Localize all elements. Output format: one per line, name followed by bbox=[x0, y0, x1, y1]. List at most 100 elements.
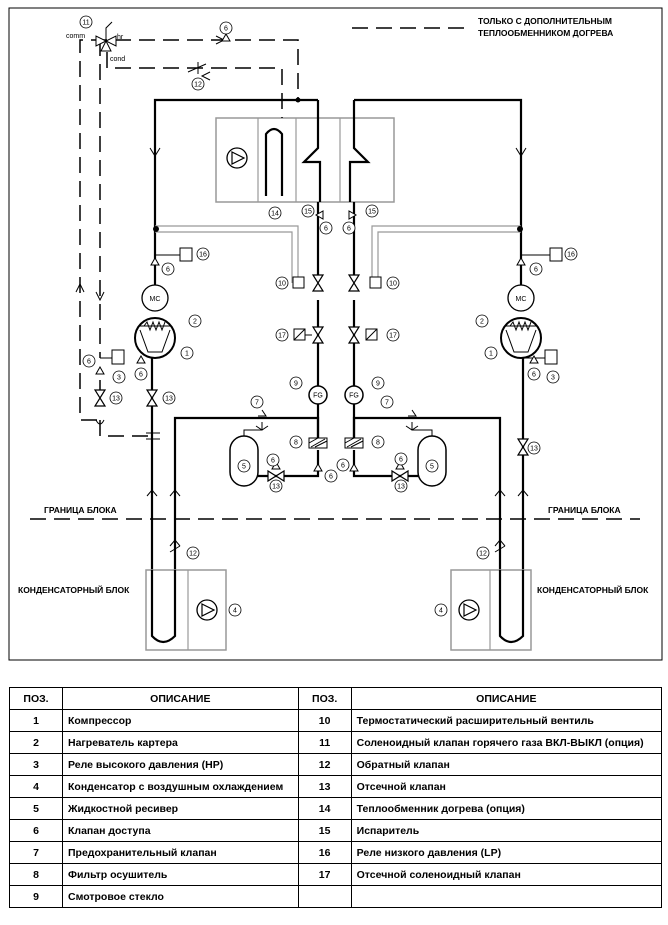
svg-text:6: 6 bbox=[224, 26, 228, 33]
sight-glass-left bbox=[308, 385, 328, 405]
desc-cell: Смотровое стекло bbox=[62, 885, 299, 908]
svg-text:16: 16 bbox=[567, 252, 575, 259]
svg-text:13: 13 bbox=[530, 446, 538, 453]
svg-text:17: 17 bbox=[278, 333, 286, 340]
compressor-icon-right bbox=[500, 317, 542, 359]
air-handling-unit: 14 15 15 bbox=[215, 100, 395, 220]
table-row: 6 Клапан доступа 15 Испаритель bbox=[9, 819, 663, 842]
pos-cell: 17 bbox=[297, 863, 352, 886]
evaporator-coil-icon-left bbox=[301, 100, 322, 202]
desc-cell: Испаритель bbox=[350, 819, 663, 842]
desc-cell: Отсечной соленоидный клапан bbox=[350, 863, 663, 886]
table-row: 3 Реле высокого давления (HP) 12 Обратны… bbox=[9, 753, 663, 776]
svg-text:6: 6 bbox=[341, 463, 345, 470]
desc-cell: Теплообменник догрева (опция) bbox=[350, 797, 663, 820]
pos-cell bbox=[297, 885, 352, 908]
desc-cell: Отсечной клапан bbox=[350, 775, 663, 798]
sight-glass-right bbox=[344, 385, 364, 405]
desc-cell: Нагреватель картера bbox=[62, 731, 299, 754]
svg-text:16: 16 bbox=[199, 252, 207, 259]
svg-text:13: 13 bbox=[397, 484, 405, 491]
lp-switch-right bbox=[549, 247, 563, 262]
desc-cell: Реле низкого давления (LP) bbox=[350, 841, 663, 864]
svg-text:10: 10 bbox=[278, 281, 286, 288]
desc-cell bbox=[350, 885, 663, 908]
svg-text:6: 6 bbox=[347, 226, 351, 233]
condenser-label-right: КОНДЕНСАТОРНЫЙ БЛОК bbox=[537, 584, 649, 595]
svg-text:FG: FG bbox=[349, 393, 359, 400]
pos-cell: 16 bbox=[297, 841, 352, 864]
header-desc-right: ОПИСАНИЕ bbox=[350, 687, 663, 710]
svg-text:5: 5 bbox=[242, 464, 246, 471]
svg-text:8: 8 bbox=[376, 440, 380, 447]
svg-text:hr: hr bbox=[117, 34, 124, 41]
pos-cell: 7 bbox=[9, 841, 63, 864]
pos-cell: 2 bbox=[9, 731, 63, 754]
svg-text:FG: FG bbox=[313, 393, 323, 400]
txv-right bbox=[369, 276, 382, 289]
svg-text:3: 3 bbox=[117, 375, 121, 382]
svg-text:8: 8 bbox=[294, 440, 298, 447]
pos-cell: 3 bbox=[9, 753, 63, 776]
pos-cell: 9 bbox=[9, 885, 63, 908]
pos-cell: 8 bbox=[9, 863, 63, 886]
pos-cell: 6 bbox=[9, 819, 63, 842]
table-row: 4 Конденсатор с воздушным охлаждением 13… bbox=[9, 775, 663, 798]
svg-text:4: 4 bbox=[439, 608, 443, 615]
hp-switch-right bbox=[544, 349, 558, 365]
svg-text:6: 6 bbox=[534, 267, 538, 274]
svg-text:6: 6 bbox=[324, 226, 328, 233]
legend-table: ПОЗ. ОПИСАНИЕ ПОЗ. ОПИСАНИЕ 1 Компрессор… bbox=[9, 687, 663, 908]
svg-text:12: 12 bbox=[189, 551, 197, 558]
svg-text:6: 6 bbox=[329, 474, 333, 481]
svg-text:12: 12 bbox=[479, 551, 487, 558]
table-row: 7 Предохранительный клапан 16 Реле низко… bbox=[9, 841, 663, 864]
desc-cell: Соленоидный клапан горячего газа ВКЛ-ВЫК… bbox=[350, 731, 663, 754]
condenser-label-left: КОНДЕНСАТОРНЫЙ БЛОК bbox=[18, 584, 130, 595]
pos-cell: 5 bbox=[9, 797, 63, 820]
three-way-valve bbox=[95, 35, 117, 52]
evaporator-coil-icon-right bbox=[348, 100, 371, 202]
desc-cell: Конденсатор с воздушным охлаждением bbox=[62, 775, 299, 798]
table-row: 8 Фильтр осушитель 17 Отсечной соленоидн… bbox=[9, 863, 663, 886]
lp-switch-left bbox=[179, 247, 193, 262]
desc-cell: Жидкостной ресивер bbox=[62, 797, 299, 820]
table-row: 9 Смотровое стекло bbox=[9, 885, 663, 908]
desc-cell: Реле высокого давления (HP) bbox=[62, 753, 299, 776]
boundary-label-right: ГРАНИЦА БЛОКА bbox=[548, 505, 621, 515]
pos-cell: 14 bbox=[297, 797, 352, 820]
svg-text:MC: MC bbox=[516, 296, 527, 303]
svg-text:7: 7 bbox=[255, 400, 259, 407]
condenser-fan-icon-right bbox=[458, 599, 480, 621]
pos-cell: 15 bbox=[297, 819, 352, 842]
svg-text:13: 13 bbox=[165, 396, 173, 403]
svg-text:9: 9 bbox=[376, 381, 380, 388]
pos-cell: 10 bbox=[297, 709, 352, 732]
pos-cell: 1 bbox=[9, 709, 63, 732]
svg-text:17: 17 bbox=[389, 333, 397, 340]
condenser-unit-right bbox=[450, 569, 532, 651]
motor-icon-right bbox=[507, 284, 535, 312]
svg-text:11: 11 bbox=[82, 20, 89, 27]
svg-text:6: 6 bbox=[271, 458, 275, 465]
svg-text:2: 2 bbox=[193, 319, 197, 326]
desc-cell: Термостатический расширительный вентиль bbox=[350, 709, 663, 732]
svg-text:3: 3 bbox=[551, 375, 555, 382]
svg-text:7: 7 bbox=[385, 400, 389, 407]
svg-text:6: 6 bbox=[87, 359, 91, 366]
svg-text:6: 6 bbox=[139, 372, 143, 379]
pos-cell: 11 bbox=[297, 731, 352, 754]
fan-icon bbox=[226, 147, 248, 169]
header-pos-left: ПОЗ. bbox=[9, 687, 63, 710]
svg-text:6: 6 bbox=[532, 372, 536, 379]
svg-text:4: 4 bbox=[233, 608, 237, 615]
table-row: 1 Компрессор 10 Термостатический расшири… bbox=[9, 709, 663, 732]
svg-text:12: 12 bbox=[194, 82, 202, 89]
desc-cell: Предохранительный клапан bbox=[62, 841, 299, 864]
diagram-frame bbox=[8, 7, 663, 661]
pos-cell: 13 bbox=[297, 775, 352, 798]
desc-cell: Обратный клапан bbox=[350, 753, 663, 776]
svg-text:6: 6 bbox=[399, 457, 403, 464]
txv-left bbox=[292, 276, 305, 289]
hot-gas-option: 11 comm hr cond 12 6 6 13 bbox=[66, 15, 301, 437]
